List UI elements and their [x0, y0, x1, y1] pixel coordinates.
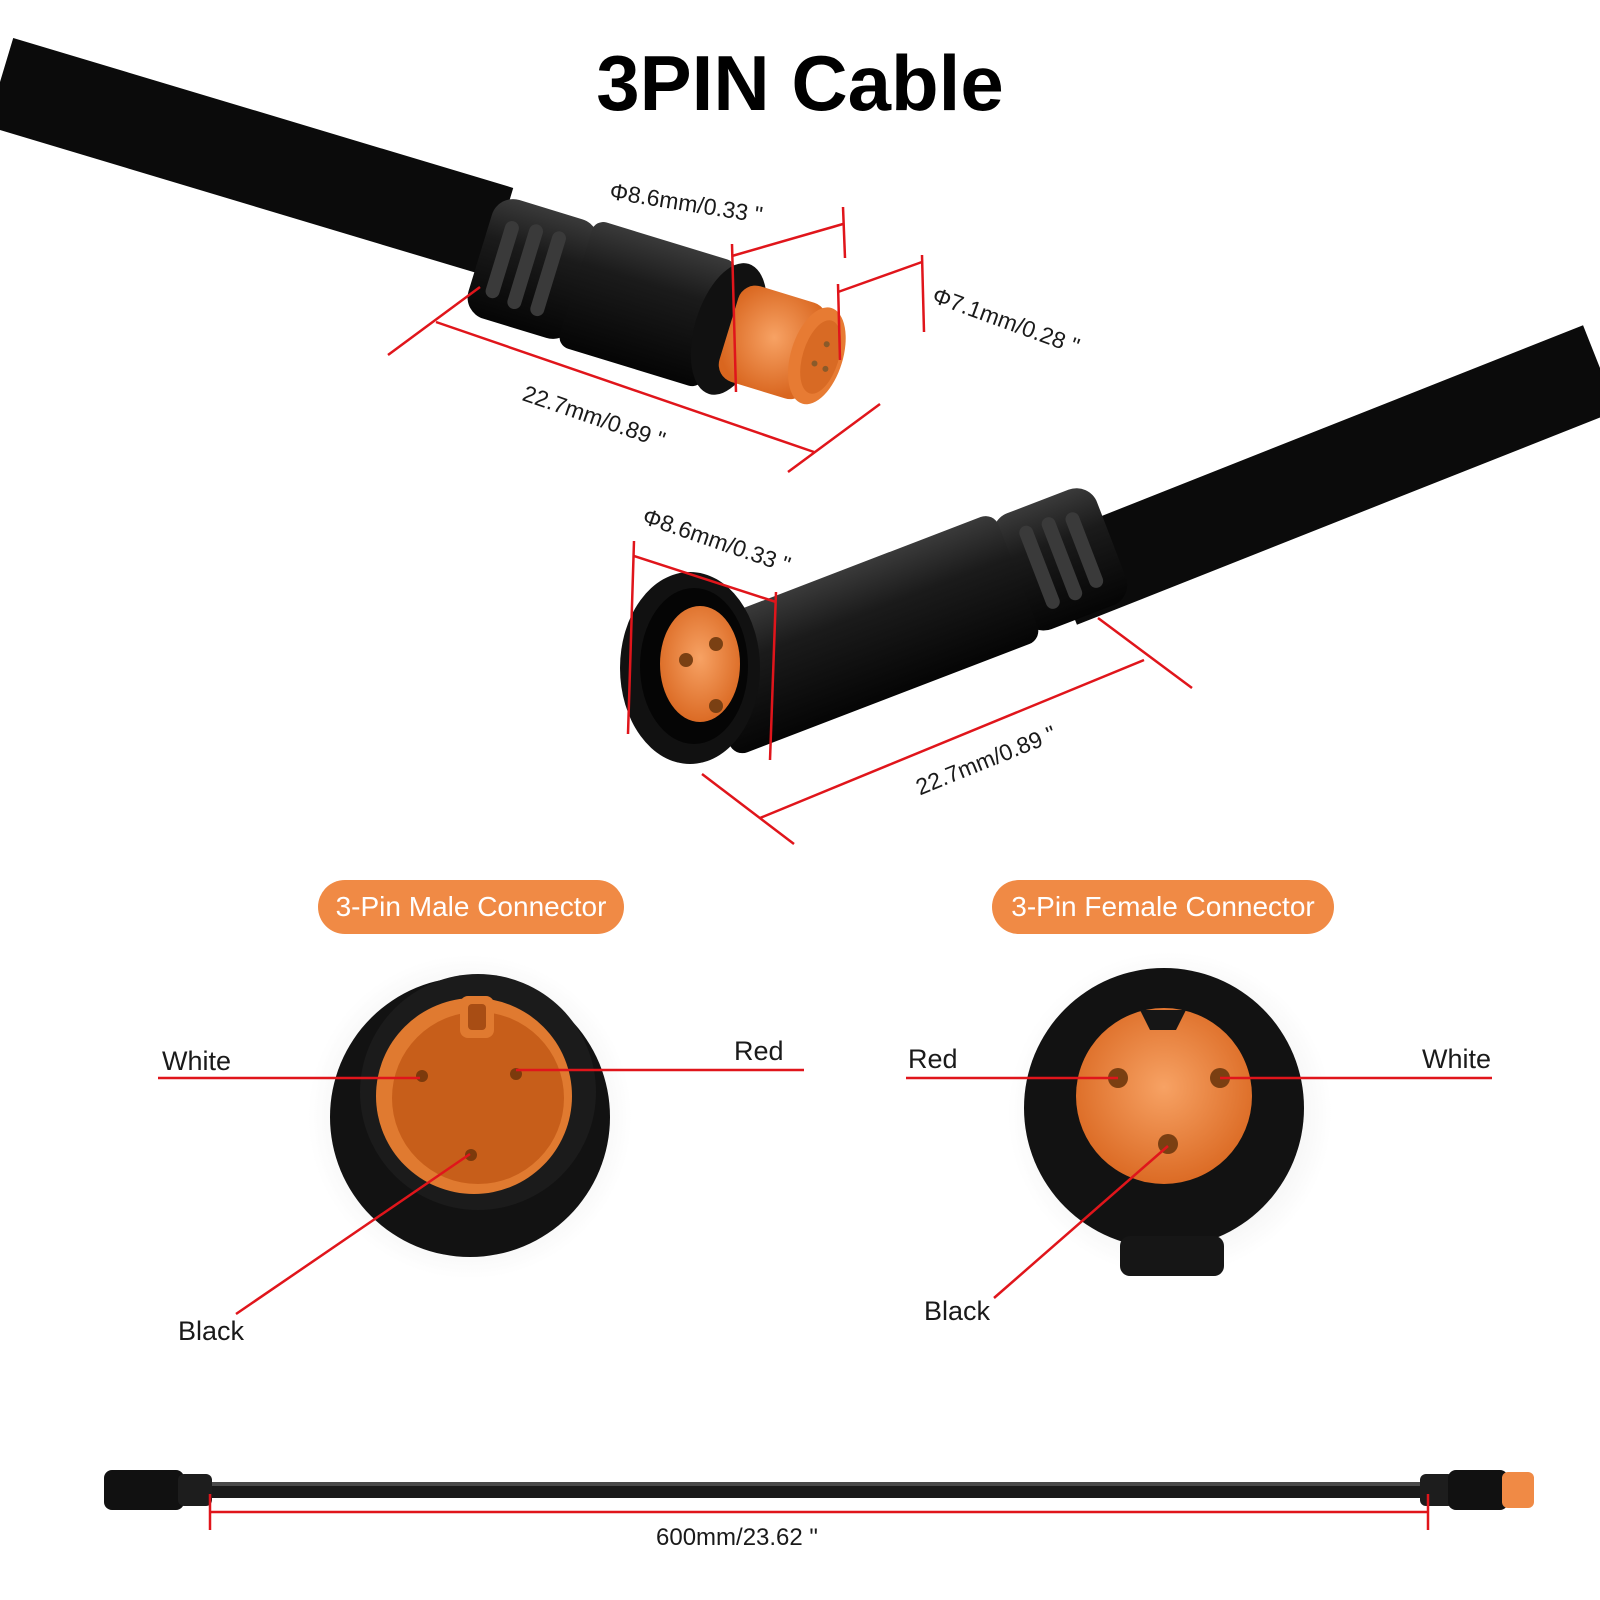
page-title: 3PIN Cable — [596, 39, 1004, 127]
male-pin-bottom-label: Black — [178, 1316, 245, 1346]
male-connector-heading: 3-Pin Male Connector — [318, 880, 624, 934]
female-connector-body — [689, 488, 1128, 754]
female-pin-right-label: White — [1422, 1044, 1492, 1074]
full-length-dimension — [208, 1494, 1430, 1530]
male-connector-body — [467, 199, 846, 405]
male-pin-right-label: Red — [734, 1036, 784, 1066]
female-face-closeup — [1008, 952, 1332, 1276]
female-pin-bottom-label: Black — [924, 1296, 991, 1326]
male-face-closeup — [308, 955, 632, 1279]
male-cable-assembly — [0, 37, 846, 405]
male-pin-left-label: White — [162, 1046, 232, 1076]
full-cable — [104, 1470, 1534, 1510]
male-pin-white — [416, 1070, 428, 1082]
pin-leader-lines — [158, 1068, 1492, 1316]
female-connector-heading: 3-Pin Female Connector — [992, 880, 1334, 934]
female-insert-face — [1076, 1008, 1252, 1184]
female-cable-assembly — [620, 325, 1600, 764]
male-cable — [0, 37, 514, 277]
dimension-lines-top — [387, 206, 1193, 845]
male-pin-black — [465, 1149, 477, 1161]
cable-length-label: 600mm/23.62 " — [656, 1524, 818, 1551]
female-insert — [660, 606, 740, 722]
female-cable — [1043, 325, 1600, 625]
female-pin-left-label: Red — [908, 1044, 958, 1074]
